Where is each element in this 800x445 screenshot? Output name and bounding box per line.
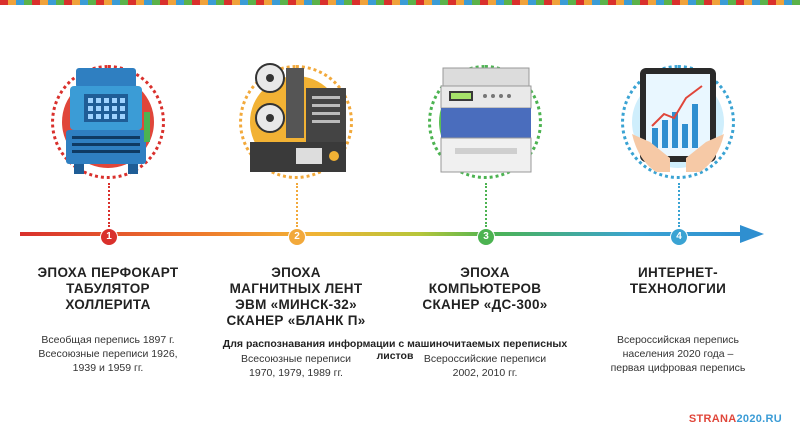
decorative-top-stripe: [0, 0, 800, 5]
era-3-title: ЭПОХА КОМПЬЮТЕРОВ СКАНЕР «ДС-300»: [422, 265, 548, 312]
era-1-desc: Всеобщая перепись 1897 г. Всесоюзные пер…: [38, 334, 178, 374]
brand-logo[interactable]: STRANA2020.RU: [689, 413, 782, 425]
era-1-title: ЭПОХА ПЕРФОКАРТ ТАБУЛЯТОР ХОЛЛЕРИТА: [37, 265, 179, 312]
brand-part1: STRANA: [688, 413, 737, 425]
tablet-chart-icon: [630, 64, 726, 176]
brand-part2: 2020.RU: [736, 413, 782, 425]
era-3: 3 ЭПОХА КОМПЬЮТЕРОВ СКАНЕР «ДС-300» Всер…: [385, 0, 585, 445]
era-3-stem: [485, 183, 487, 227]
tabulator-machine-icon: [60, 60, 156, 180]
tape-computer-icon: [242, 60, 352, 180]
timeline-bar: [20, 232, 745, 236]
era-2-desc: Всесоюзные переписи 1970, 1979, 1989 гг.: [241, 353, 351, 379]
era-1-marker: 1: [100, 228, 118, 246]
era-4-marker: 4: [670, 228, 688, 246]
shared-caption: Для распознавания информации с машиночит…: [222, 338, 568, 362]
timeline-arrowhead: [740, 225, 764, 243]
era-1: 1 ЭПОХА ПЕРФОКАРТ ТАБУЛЯТОР ХОЛЛЕРИТА Вс…: [8, 0, 208, 445]
era-4-title: ИНТЕРНЕТ- ТЕХНОЛОГИИ: [629, 265, 727, 296]
era-2: 2 ЭПОХА МАГНИТНЫХ ЛЕНТ ЭВМ «МИНСК-32» СК…: [196, 0, 396, 445]
era-3-marker: 3: [477, 228, 495, 246]
printer-scanner-icon: [437, 64, 535, 176]
era-4-desc: Всероссийская перепись населения 2020 го…: [610, 334, 746, 374]
era-3-desc: Всероссийские переписи 2002, 2010 гг.: [423, 353, 547, 379]
era-2-stem: [296, 183, 298, 227]
era-4: 4 ИНТЕРНЕТ- ТЕХНОЛОГИИ Всероссийская пер…: [578, 0, 778, 445]
era-1-stem: [108, 183, 110, 227]
era-4-stem: [678, 183, 680, 227]
era-2-marker: 2: [288, 228, 306, 246]
era-2-title: ЭПОХА МАГНИТНЫХ ЛЕНТ ЭВМ «МИНСК-32» СКАН…: [226, 265, 366, 328]
